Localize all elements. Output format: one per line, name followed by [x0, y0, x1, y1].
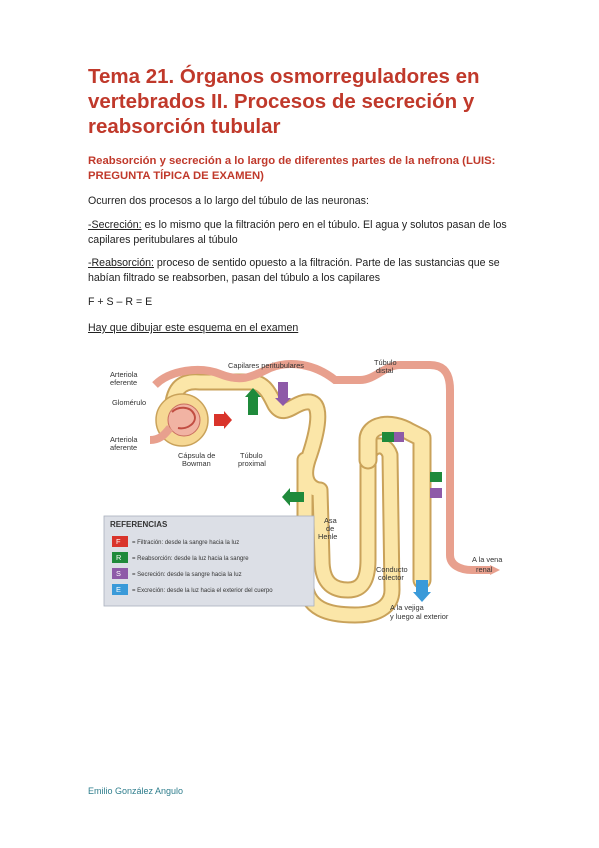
label-arteriola-aferente-1: Arteriola [110, 435, 138, 444]
reabsorcion-text: proceso de sentido opuesto a la filtraci… [88, 257, 500, 284]
label-conducto-1: Conducto [376, 565, 408, 574]
label-tubulo-distal-1: Túbulo [374, 358, 397, 367]
reabsorcion-label: -Reabsorción: [88, 257, 154, 269]
legend-text-excrecion: = Excreción: desde la luz hacia el exter… [132, 588, 273, 594]
reabsorcion-arrowhead-icon [245, 388, 261, 397]
secrecion-arrow-icon [278, 382, 288, 398]
secrecion-text: es lo mismo que la filtración pero en el… [88, 219, 507, 246]
reabsorcion-arrow-icon [248, 397, 258, 415]
excrecion-arrowhead-icon [413, 592, 431, 602]
legend-swatch-excrecion [112, 584, 128, 595]
filtracion-arrowhead-icon [224, 411, 232, 429]
secrecion-colector-arrow-icon [430, 488, 442, 498]
referencias-title: REFERENCIAS [110, 520, 168, 529]
legend-swatch-reabsorcion [112, 552, 128, 563]
diagram-labels: Arteriola eferente Glomérulo Arteriola a… [110, 358, 503, 621]
legend-letter-reabsorcion: R [116, 553, 121, 562]
label-vejiga-1: A la vejiga [390, 603, 425, 612]
label-tubulo-proximal-2: proximal [238, 459, 266, 468]
label-capsula-2: Bowman [182, 459, 211, 468]
legend-swatch-filtracion [112, 536, 128, 547]
label-asa-1: Asa [324, 516, 338, 525]
legend-text-secrecion: = Secreción: desde la sangre hacia la lu… [132, 572, 242, 578]
label-capsula-1: Cápsula de [178, 451, 215, 460]
section-subtitle: Reabsorción y secreción a lo largo de di… [88, 155, 496, 182]
referencias-legend: REFERENCIAS F = Filtración: desde la san… [103, 515, 315, 607]
filtracion-arrow-icon [214, 414, 224, 426]
label-capilares: Capilares peritubulares [228, 361, 304, 370]
reabsorcion-distal-arrow-icon [382, 432, 394, 442]
blood-vessel [149, 360, 490, 574]
reabsorcion-colector-arrow-icon [430, 472, 442, 482]
secrecion-arrowhead-icon [275, 398, 291, 406]
legend-text-reabsorcion: = Reabsorción: desde la luz hacia la san… [132, 556, 249, 562]
label-vejiga-2: y luego al exterior [390, 612, 449, 621]
label-arteriola-eferente-1: Arteriola [110, 370, 138, 379]
legend-swatch-secrecion [112, 568, 128, 579]
label-asa-2: de [326, 524, 334, 533]
process-arrows [214, 382, 500, 602]
label-conducto-2: colector [378, 573, 404, 582]
page-title: Tema 21. Órganos osmorreguladores en ver… [88, 65, 480, 138]
nephron-tubule [163, 373, 432, 624]
legend-letter-excrecion: E [116, 585, 121, 594]
formula: F + S – R = E [88, 296, 153, 308]
label-asa-3: Henle [318, 532, 337, 541]
reabsorcion-asa-arrowhead-icon [282, 488, 290, 506]
legend-text-filtracion: = Filtración: desde la sangre hacia la l… [132, 540, 239, 546]
legend-letter-filtracion: F [116, 537, 121, 546]
label-vena-2: renal [476, 565, 493, 574]
secrecion-distal-arrow-icon [394, 432, 404, 442]
dibujo-note: Hay que dibujar este esquema en el exame… [88, 322, 299, 334]
reabsorcion-paragraph: -Reabsorción: proceso de sentido opuesto… [88, 256, 528, 286]
nephron-diagram: Arteriola eferente Glomérulo Arteriola a… [103, 358, 503, 624]
reabsorcion-asa-arrow-icon [290, 492, 304, 502]
label-glomerulo: Glomérulo [112, 398, 146, 407]
vena-arrowhead-icon [490, 565, 500, 575]
intro-paragraph: Ocurren dos procesos a lo largo del túbu… [88, 195, 369, 207]
label-arteriola-eferente-2: eferente [110, 378, 137, 387]
legend-letter-secrecion: S [116, 569, 121, 578]
footer-author: Emilio González Angulo [88, 786, 184, 796]
secrecion-label: -Secreción: [88, 219, 142, 231]
label-arteriola-aferente-2: aferente [110, 443, 137, 452]
label-vena-1: A la vena [472, 555, 503, 564]
excrecion-arrow-icon [416, 580, 428, 592]
label-tubulo-distal-2: distal [376, 366, 394, 375]
secrecion-paragraph: -Secreción: es lo mismo que la filtració… [88, 218, 528, 248]
label-tubulo-proximal-1: Túbulo [240, 451, 263, 460]
